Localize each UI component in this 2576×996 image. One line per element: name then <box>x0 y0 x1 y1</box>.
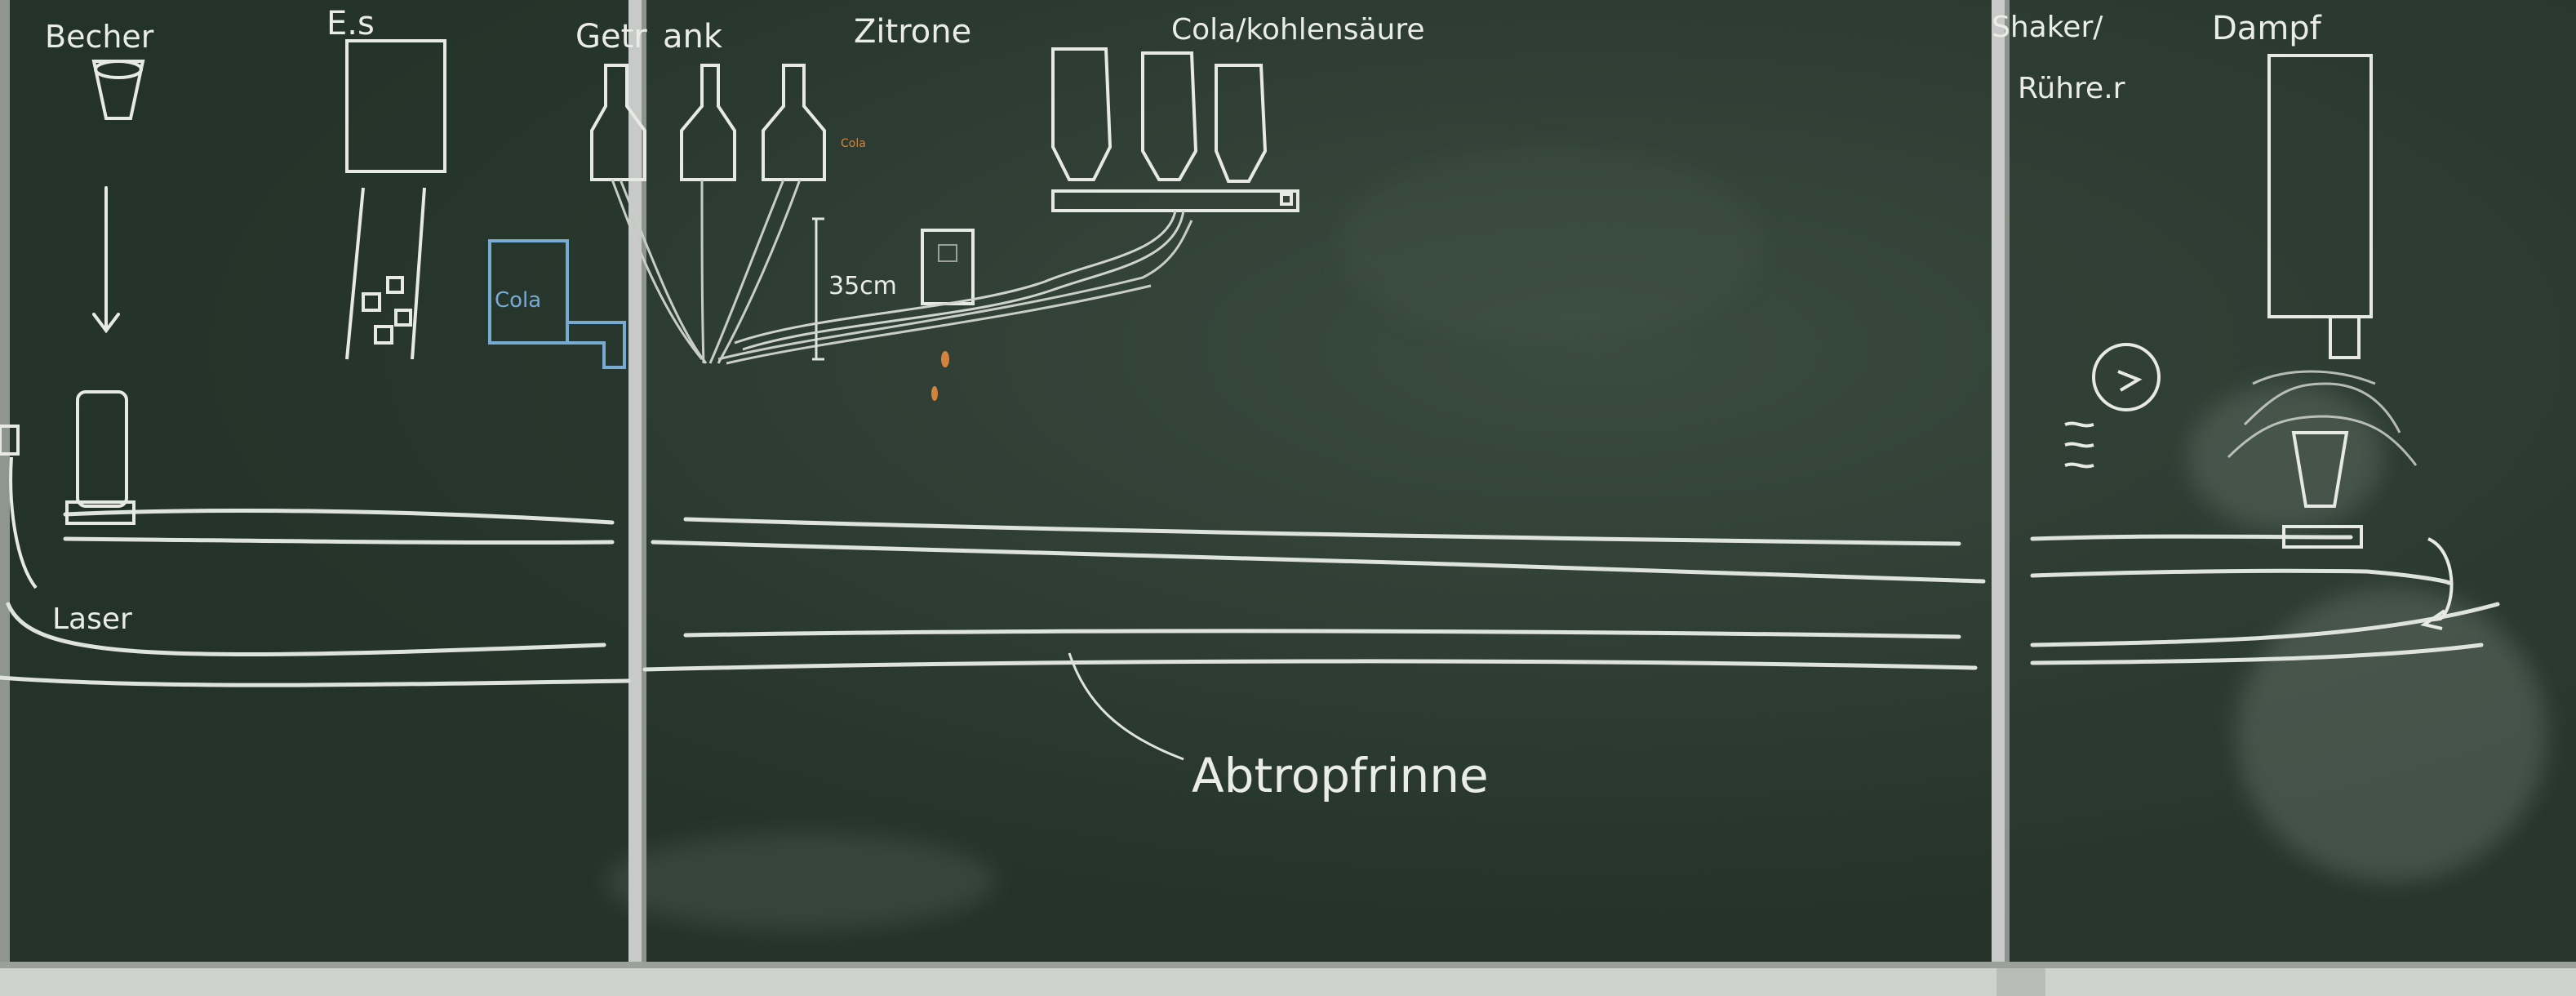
label-zitrone: Zitrone <box>854 13 971 51</box>
abtropfrinne-pointer <box>1068 652 1184 761</box>
cola-bottles-sketch <box>1051 47 1299 212</box>
tank-bottles-sketch <box>590 64 826 181</box>
cola-tubes <box>734 210 1185 351</box>
label-shaker: Shaker/ <box>1992 11 2103 44</box>
cola-box-sketch <box>488 239 626 369</box>
chalk-smudges <box>604 147 2547 931</box>
label-cola-kohlensaeure: Cola/kohlensäure <box>1171 13 1425 47</box>
left-panel <box>0 0 633 980</box>
chalk-tray <box>0 965 2576 996</box>
label-getr: Getr <box>575 18 647 56</box>
orange-drops <box>931 351 949 401</box>
tank-tubes <box>611 179 1193 365</box>
label-measure: 35cm <box>828 272 897 300</box>
label-dampf: Dampf <box>2212 10 2322 47</box>
divider-left <box>628 0 642 996</box>
ice-dispenser-sketch <box>345 39 446 360</box>
label-laser: Laser <box>52 602 132 636</box>
left-frame <box>0 0 10 980</box>
label-cola-box: Cola <box>495 288 541 313</box>
tray-bracket <box>1996 968 2045 996</box>
shaker-stirrer-sketch <box>2064 343 2161 469</box>
label-eis: E.s <box>326 5 375 42</box>
steam-scribbles <box>2227 370 2418 466</box>
divider-right <box>1992 0 2005 996</box>
label-abtropfrinne: Abtropfrinne <box>1192 748 1489 803</box>
conveyor-lines <box>0 508 2500 687</box>
label-ruehrer: Rühre.r <box>2018 72 2125 105</box>
laser-marker <box>0 425 20 456</box>
label-tank: ank <box>663 18 723 56</box>
label-small-cola: Cola <box>841 137 866 150</box>
becher-cup-sketch <box>65 60 145 525</box>
dampf-unit-sketch <box>2267 54 2454 630</box>
label-becher: Becher <box>45 19 154 55</box>
